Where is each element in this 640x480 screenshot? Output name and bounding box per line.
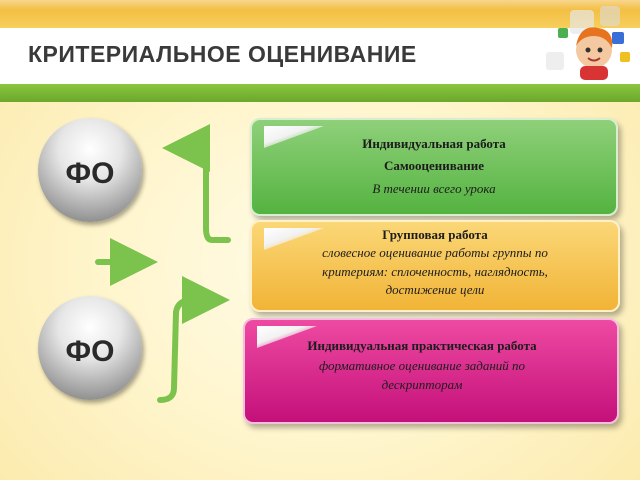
card3-line1: Индивидуальная практическая работа: [307, 338, 537, 353]
top-bar-sheen: [0, 0, 640, 10]
card-individual-work: Индивидуальная работа Самооценивание В т…: [250, 118, 618, 216]
top-accent-bar: [0, 0, 640, 28]
fo-sphere-top: ФО: [38, 118, 142, 222]
card3-line3: дескрипторам: [381, 376, 463, 392]
card2-line1: Групповая работа: [382, 227, 488, 242]
card1-line2: Самооценивание: [383, 158, 485, 174]
green-divider-bar: [0, 84, 640, 102]
card1-line1: Индивидуальная работа: [362, 136, 506, 151]
arrow-up-to-orange-card: [157, 276, 230, 403]
fo-sphere-bottom: ФО: [38, 296, 142, 400]
arrow-up-to-top-sphere: [162, 124, 231, 243]
card2-line4: достижение цели: [385, 281, 485, 297]
card-individual-practical: Индивидуальная практическая работа форма…: [243, 318, 619, 424]
card-group-work: Групповая работа словесное оценивание ра…: [250, 220, 620, 312]
fo-label-top: ФО: [65, 157, 115, 190]
title-band: [0, 28, 640, 84]
card2-line3: критериям: сплоченность, наглядность,: [322, 263, 548, 279]
card1-line3: В течении всего урока: [372, 180, 496, 196]
slide-title: КРИТЕРИАЛЬНОЕ ОЦЕНИВАНИЕ: [28, 41, 417, 67]
puzzle-mascot-icon: [546, 6, 630, 80]
card2-line2: словесное оценивание работы группы по: [322, 245, 548, 261]
card3-line2: формативное оценивание заданий по: [318, 358, 526, 374]
fo-label-bottom: ФО: [65, 335, 115, 368]
